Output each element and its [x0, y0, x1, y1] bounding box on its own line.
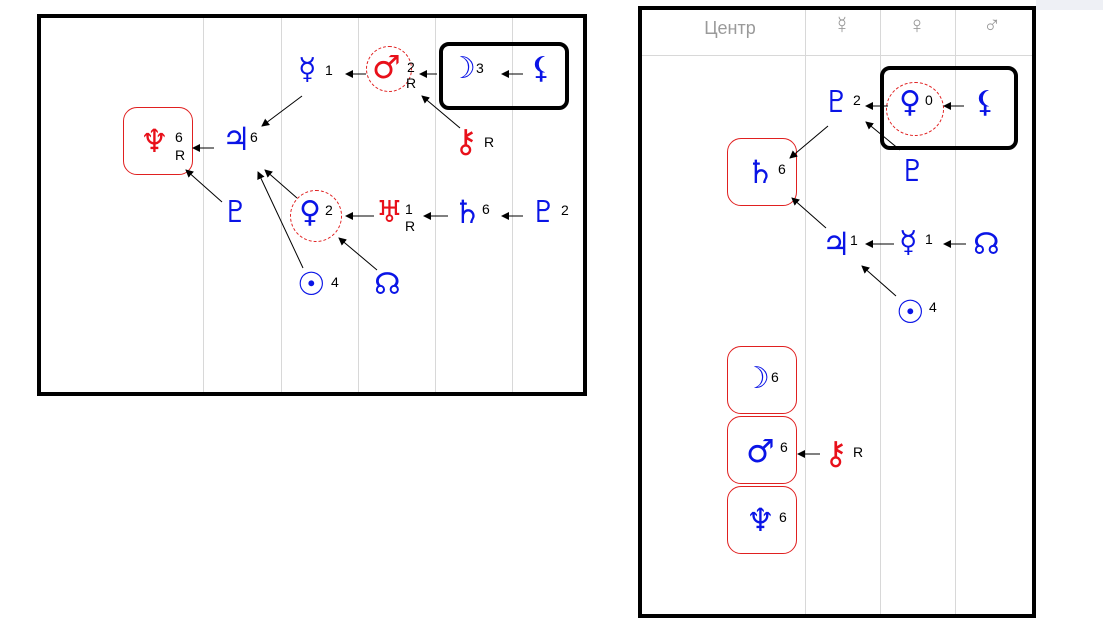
- mars-symbol: ♂: [746, 432, 775, 470]
- grid-line: [955, 10, 956, 614]
- pluto-alt-symbol: ♇: [823, 85, 850, 120]
- mercury-degree: 1: [325, 62, 333, 78]
- grid-line: [358, 18, 359, 392]
- sun-degree: 4: [331, 274, 339, 290]
- mercury-degree: 1: [925, 231, 933, 247]
- jupiter-degree: 1: [850, 232, 858, 248]
- neptune-degree: 6: [175, 129, 183, 145]
- jupiter-symbol: ♃: [822, 225, 851, 263]
- moon-degree: 6: [771, 369, 779, 385]
- saturn-symbol: ♄: [746, 153, 775, 191]
- saturn-symbol: ♄: [453, 193, 482, 231]
- right-diagram-panel: [638, 6, 1036, 618]
- chiron-retrograde: R: [484, 134, 495, 150]
- header-center[interactable]: Центр: [704, 18, 756, 38]
- venus-degree: 0: [925, 92, 933, 108]
- neptune-symbol: ♆: [746, 501, 775, 539]
- venus-dashed-circle: [290, 190, 342, 242]
- lilith-symbol: ⚸: [530, 51, 552, 86]
- moon-symbol: ☽: [449, 51, 476, 86]
- background-strip: [1036, 0, 1103, 10]
- lilith-symbol: ⚸: [974, 85, 996, 120]
- mars-retrograde: R: [406, 75, 417, 91]
- moon-frame: [727, 346, 797, 414]
- sun-symbol: ☉: [297, 265, 326, 303]
- mars-dashed-circle: [366, 46, 412, 92]
- saturn-degree: 6: [482, 201, 490, 217]
- neptune-symbol: ♆: [140, 122, 169, 160]
- grid-line: [512, 18, 513, 392]
- jupiter-symbol: ♃: [222, 120, 251, 158]
- moon-symbol: ☽: [743, 361, 770, 396]
- saturn-degree: 6: [778, 161, 786, 177]
- grid-line: [281, 18, 282, 392]
- mars-frame: [727, 416, 797, 484]
- mars-degree: 6: [780, 439, 788, 455]
- jupiter-degree: 6: [250, 129, 258, 145]
- grid-line: [435, 18, 436, 392]
- pluto-alt-symbol: ♇: [530, 195, 557, 230]
- sun-symbol: ☉: [896, 293, 925, 331]
- neptune-retrograde: R: [175, 147, 186, 163]
- chiron-symbol: ⚷: [824, 434, 848, 472]
- grid-line: [805, 10, 806, 614]
- sun-degree: 4: [929, 299, 937, 315]
- mercury-symbol: ☿: [298, 52, 317, 87]
- highlight-box: [439, 42, 569, 110]
- header-venus[interactable]: ♀: [908, 12, 926, 39]
- mars-symbol: ♂: [372, 48, 401, 86]
- saturn-frame: [727, 138, 797, 206]
- grid-line: [203, 18, 204, 392]
- neptune-frame: [123, 107, 193, 175]
- venus-symbol: ♀: [299, 195, 321, 230]
- pluto-symbol: ♇: [222, 195, 249, 230]
- mars-degree: 2: [407, 59, 415, 75]
- pluto-symbol: ♇: [899, 154, 926, 189]
- uranus-degree: 1: [405, 201, 413, 217]
- neptune-frame: [727, 486, 797, 554]
- highlight-box: [880, 66, 1018, 150]
- node-symbol: ☊: [973, 227, 1000, 262]
- moon-degree: 3: [476, 60, 484, 76]
- chiron-symbol: ⚷: [454, 122, 478, 160]
- uranus-retrograde: R: [405, 218, 416, 234]
- node-symbol: ☊: [374, 267, 401, 302]
- venus-symbol: ♀: [899, 85, 921, 120]
- uranus-symbol: ♅: [376, 195, 403, 230]
- neptune-degree: 6: [779, 509, 787, 525]
- header-divider: [642, 55, 1032, 56]
- pluto-alt-degree: 2: [561, 202, 569, 218]
- header-mars[interactable]: ♂: [983, 12, 1001, 39]
- venus-degree: 2: [325, 202, 333, 218]
- header-mercury[interactable]: ☿: [833, 12, 851, 39]
- pluto-alt-degree: 2: [853, 92, 861, 108]
- mercury-symbol: ☿: [899, 225, 918, 260]
- grid-line: [880, 10, 881, 614]
- chiron-retrograde: R: [853, 444, 864, 460]
